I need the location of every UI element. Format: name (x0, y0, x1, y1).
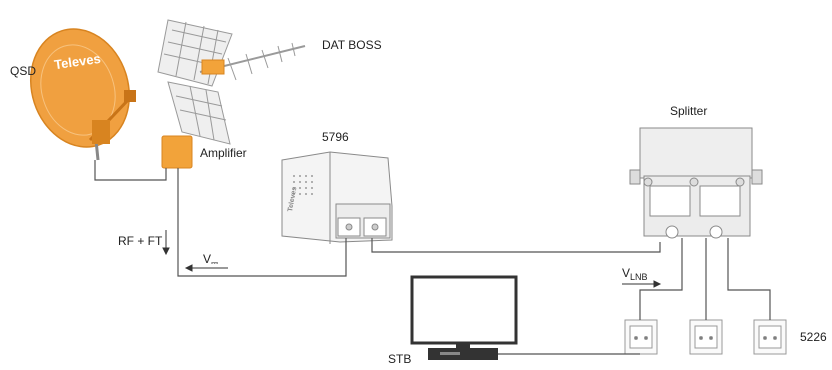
stb-box (428, 348, 498, 360)
label-dat-boss: DAT BOSS (322, 38, 382, 52)
rf-ft-arrow (162, 230, 170, 256)
svg-text:Televes: Televes (53, 51, 101, 72)
dish-brand-text: Televes (53, 51, 101, 72)
cables (94, 160, 771, 355)
wall-outlet-3 (753, 319, 787, 355)
label-rf-ft: RF + FT (118, 234, 163, 248)
amplifier-box (161, 135, 193, 169)
label-v-lnb: VLNB (622, 266, 648, 282)
v-supply-arrow (184, 264, 228, 272)
label-v-supply: V⎓ (203, 252, 218, 269)
label-outlet-model: 5226 (800, 330, 827, 344)
terrestrial-antenna (157, 19, 306, 145)
label-stb: STB (388, 352, 412, 366)
wall-outlet-2 (689, 319, 723, 355)
label-qsd: QSD (10, 64, 37, 78)
psu-vents (293, 175, 313, 195)
splitter (629, 127, 763, 239)
v-lnb-arrow (622, 280, 662, 288)
wall-outlet-1 (624, 319, 658, 355)
svg-text:Televes: Televes (287, 186, 298, 212)
label-v-supply-main: V (203, 252, 212, 266)
power-supply-5796 (281, 151, 393, 244)
label-splitter: Splitter (670, 104, 708, 118)
label-v-lnb-main: V (622, 266, 631, 280)
television (410, 275, 518, 348)
psu-brand-text: Televes (287, 186, 298, 212)
satellite-dish (29, 28, 136, 161)
label-v-lnb-sub: LNB (630, 272, 648, 282)
label-amplifier: Amplifier (200, 146, 247, 160)
label-psu-model: 5796 (322, 130, 349, 144)
label-v-supply-sub: ⎓ (211, 258, 219, 268)
